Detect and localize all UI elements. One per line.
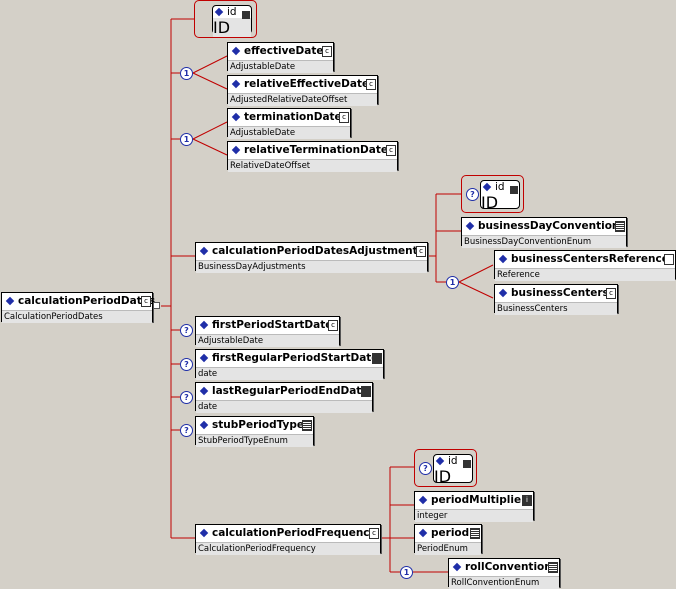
optional-badge: ? (466, 188, 479, 201)
choice-badge-1: 1 (180, 67, 193, 80)
simple-type-icon (548, 562, 558, 573)
element-diamond-icon (452, 562, 462, 571)
node-first-period-start-date[interactable]: firstPeriodStartDate AdjustableDate c (195, 316, 340, 347)
element-diamond-icon (199, 528, 209, 537)
attribute-group-id-3: ? id ID (414, 449, 477, 487)
element-diamond-icon (199, 386, 209, 395)
node-business-centers[interactable]: businessCenters BusinessCenters c (494, 284, 618, 315)
complex-type-icon: c (328, 320, 338, 331)
element-diamond-icon (199, 246, 209, 255)
choice-badge-3: 1 (446, 276, 459, 289)
complex-type-icon (664, 254, 674, 265)
element-diamond-icon (5, 296, 15, 305)
attribute-diamond-icon (214, 7, 224, 16)
simple-type-icon (615, 221, 625, 232)
complex-type-icon: c (141, 296, 151, 307)
node-first-regular-period-start-date[interactable]: firstRegularPeriodStartDate date (195, 349, 384, 380)
node-business-centers-reference[interactable]: businessCentersReference Reference (494, 250, 676, 281)
element-diamond-icon (418, 528, 428, 537)
complex-type-icon: c (416, 246, 426, 257)
element-diamond-icon (199, 353, 209, 362)
node-business-day-convention[interactable]: businessDayConvention BusinessDayConvent… (461, 217, 627, 248)
attribute-diamond-icon (435, 456, 445, 465)
node-effective-date[interactable]: effectiveDate AdjustableDate c (227, 42, 334, 73)
simple-type-icon (302, 420, 312, 431)
element-diamond-icon (199, 320, 209, 329)
complex-type-icon: c (369, 528, 379, 539)
simple-type-icon (470, 528, 480, 539)
element-diamond-icon (418, 495, 428, 504)
element-diamond-icon (231, 46, 241, 55)
complex-type-icon: c (322, 46, 332, 57)
attribute-id-3[interactable]: id ID (433, 454, 473, 486)
node-calculation-period-frequency[interactable]: calculationPeriodFrequency CalculationPe… (195, 524, 381, 555)
node-last-regular-period-end-date[interactable]: lastRegularPeriodEndDate date (195, 382, 373, 413)
optional-badge: ? (180, 391, 193, 404)
optional-badge: ? (419, 462, 432, 475)
element-diamond-icon (498, 288, 508, 297)
choice-badge-4: 1 (400, 566, 413, 579)
optional-badge: ? (180, 424, 193, 437)
complex-type-icon: c (366, 79, 376, 90)
element-diamond-icon (231, 145, 241, 154)
attribute-id-2[interactable]: id ID (480, 180, 520, 212)
attribute-group-id-1: id ID (194, 0, 257, 38)
element-diamond-icon (231, 79, 241, 88)
element-diamond-icon (465, 221, 475, 230)
complex-type-icon: c (339, 112, 349, 123)
node-period-multiplier[interactable]: periodMultiplier integer i (414, 491, 534, 522)
node-termination-date[interactable]: terminationDate AdjustableDate c (227, 108, 351, 139)
complex-type-icon: c (386, 145, 396, 156)
node-period[interactable]: period PeriodEnum (414, 524, 482, 555)
complex-type-icon: c (606, 288, 616, 299)
element-diamond-icon (231, 112, 241, 121)
node-stub-period-type[interactable]: stubPeriodType StubPeriodTypeEnum (195, 416, 314, 447)
choice-badge-2: 1 (180, 133, 193, 146)
collapse-icon[interactable] (242, 11, 250, 19)
collapse-icon[interactable] (510, 186, 518, 194)
attribute-group-id-2: ? id ID (461, 175, 524, 213)
builtin-type-icon (361, 386, 371, 397)
node-relative-termination-date[interactable]: relativeTerminationDate RelativeDateOffs… (227, 141, 398, 172)
node-roll-convention[interactable]: rollConvention RollConventionEnum (448, 558, 560, 589)
attribute-diamond-icon (482, 182, 492, 191)
collapse-icon[interactable] (463, 460, 471, 468)
builtin-type-icon (372, 353, 382, 364)
node-calculation-period-dates[interactable]: calculationPeriodDates CalculationPeriod… (1, 292, 155, 323)
attribute-id-1[interactable]: id ID (212, 5, 252, 37)
node-calculation-period-dates-adjustments[interactable]: calculationPeriodDatesAdjustments Busine… (195, 242, 428, 273)
optional-badge: ? (180, 358, 193, 371)
element-diamond-icon (199, 420, 209, 429)
node-relative-effective-date[interactable]: relativeEffectiveDate AdjustedRelativeDa… (227, 75, 378, 106)
expand-connector[interactable] (153, 302, 160, 309)
optional-badge: ? (180, 324, 193, 337)
element-diamond-icon (498, 254, 508, 263)
builtin-type-icon: i (522, 495, 532, 506)
